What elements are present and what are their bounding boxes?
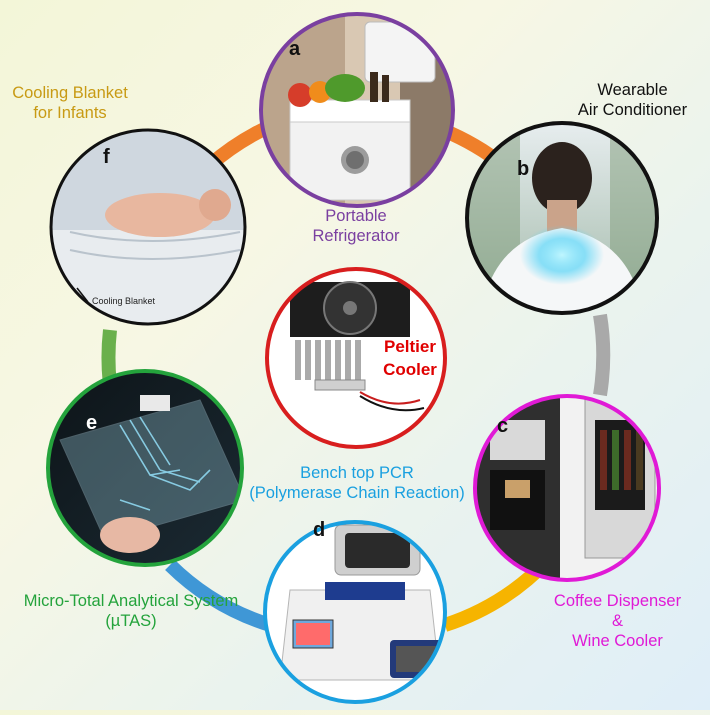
panel-letter-c: c [497,415,508,437]
refrigerator-icon [261,14,453,206]
center-title-line-1: Peltier [384,337,436,356]
pcr-machine-icon [279,524,445,681]
label-c-line-2: & [611,612,623,630]
label-e-line-1: Micro-Total Analytical System [23,592,239,610]
label-coffee-wine: Coffee Dispenser & Wine Cooler [530,591,705,651]
label-a-line-2: Refrigerator [312,227,400,245]
center-circle: Peltier Cooler [265,267,447,449]
label-b-line-2: Air Conditioner [577,101,688,119]
panel-letter-b: b [517,158,529,180]
label-cooling-blanket: Cooling Blanket for Infants [0,83,140,123]
label-c-line-1: Coffee Dispenser [553,592,682,610]
blanket-pointer-line [76,287,89,303]
label-bench-top-pcr: Bench top PCR (Polymerase Chain Reaction… [232,463,482,503]
neck-air-conditioner-icon [467,123,657,313]
center-title-line-2: Cooler [383,360,437,379]
panel-letter-e: e [86,412,97,434]
coffee-wine-cooler-icon [475,396,659,580]
label-wearable-air-conditioner: Wearable Air Conditioner [560,80,705,120]
label-b-line-1: Wearable [597,81,668,99]
panel-letter-f: f [103,146,110,168]
app-ring-b [465,121,659,315]
app-ring-f [49,128,247,326]
app-ring-e [46,369,244,567]
app-ring-c [473,394,661,582]
label-c-line-3: Wine Cooler [572,632,663,650]
app-circle-a [259,12,455,208]
peltier-cooler-icon [290,281,425,412]
blanket-inset-label: Cooling Blanket [92,296,156,306]
app-ring-a [259,12,455,208]
label-portable-refrigerator: Portable Refrigerator [296,206,416,246]
ring-arc-d-e [165,559,273,632]
app-ring-d [263,520,447,704]
label-micro-tas: Micro-Total Analytical System (µTAS) [0,591,262,631]
app-circle-c [473,394,661,582]
panel-letter-d: d [313,519,325,541]
ring-arc-b-c [593,313,611,397]
label-f-line-1: Cooling Blanket [12,84,128,102]
label-d-line-2: (Polymerase Chain Reaction) [249,484,465,502]
app-circle-f: Cooling Blanket [49,128,247,326]
app-circle-b [465,121,659,315]
app-circle-d [263,520,447,704]
label-d-line-1: Bench top PCR [300,464,414,482]
label-f-line-2: for Infants [33,104,107,122]
label-a-line-1: Portable [325,207,387,225]
infant-blanket-icon [51,130,245,324]
label-e-line-2: (µTAS) [105,612,157,630]
microfluidic-chip-icon [48,371,242,565]
app-circle-e [46,369,244,567]
center-ring [265,267,447,449]
panel-letter-a: a [289,38,301,60]
